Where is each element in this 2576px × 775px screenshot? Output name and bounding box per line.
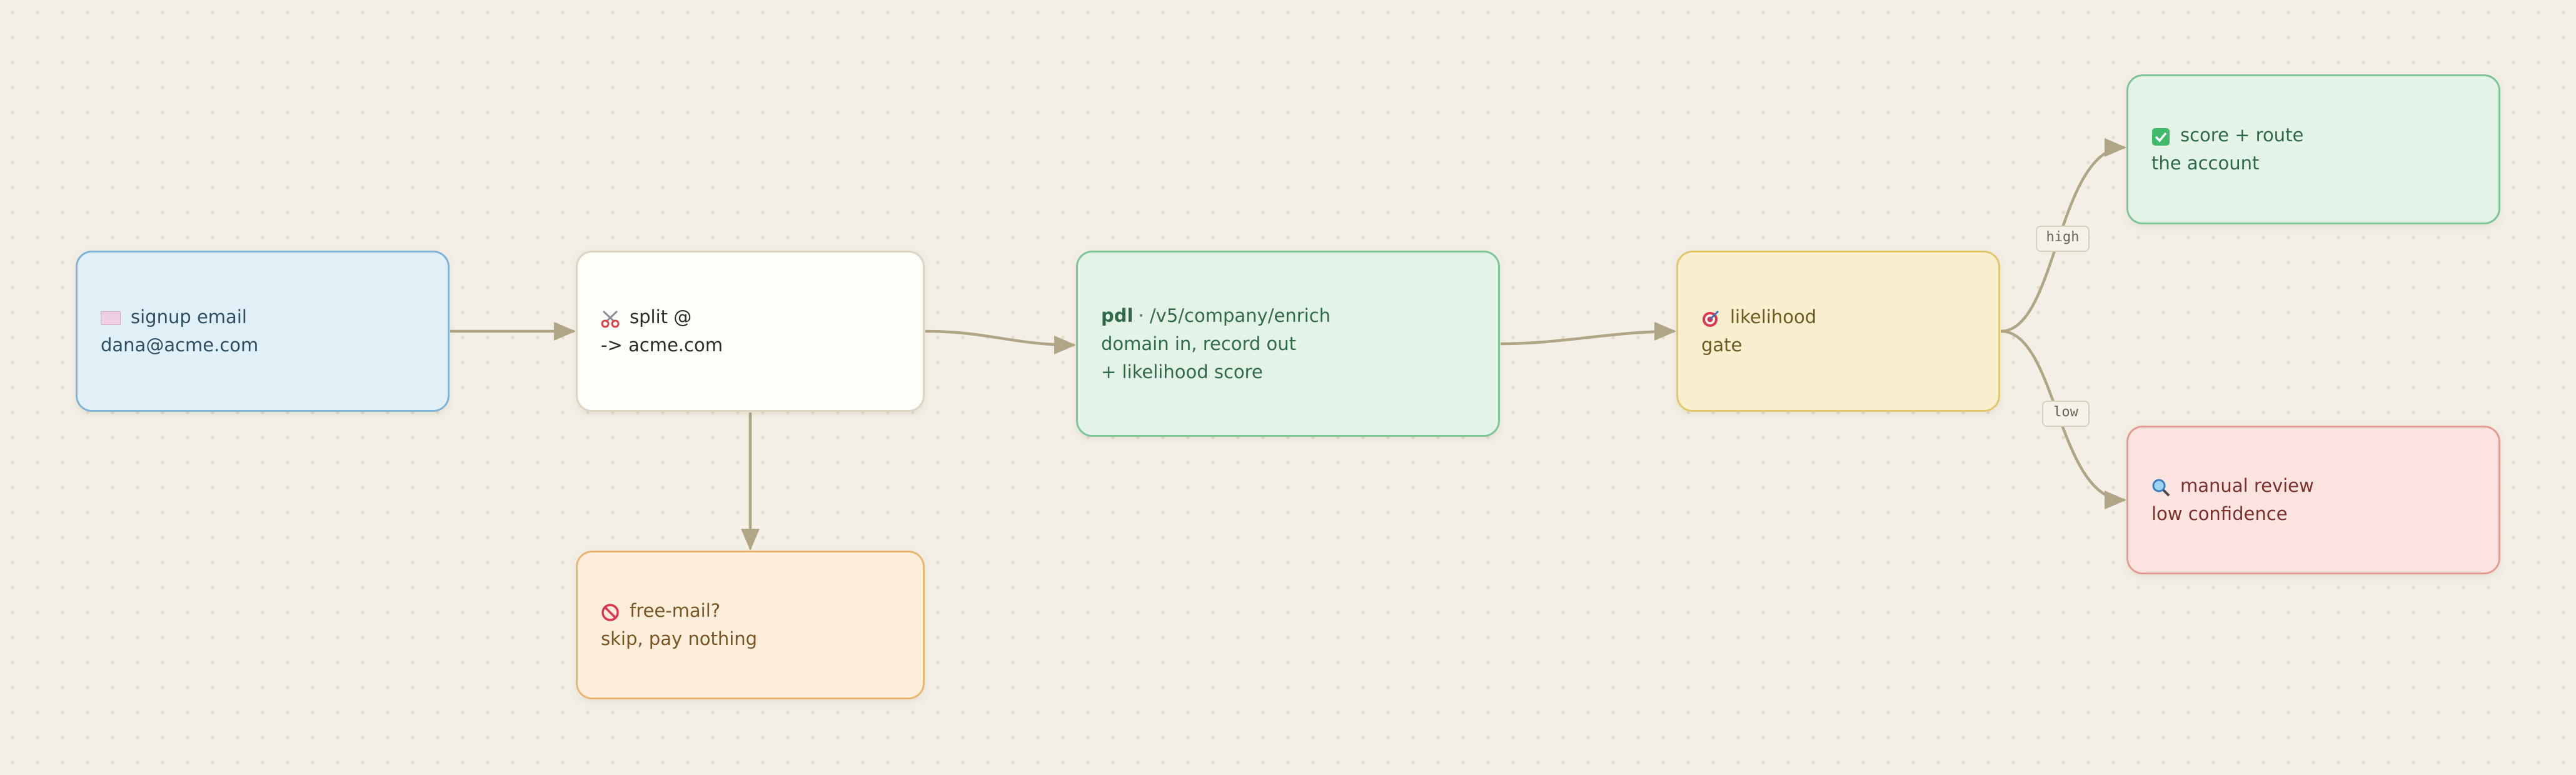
node-detail: domain in, record out — [1101, 332, 1297, 354]
node-title: likelihood — [1730, 306, 1817, 328]
pdl-company-enrich-node[interactable]: pdl · /v5/company/enrich domain in, reco… — [1076, 251, 1500, 437]
pdl-brand: pdl — [1101, 304, 1134, 326]
node-detail: gate — [1701, 334, 1743, 356]
node-detail: + likelihood score — [1101, 361, 1263, 382]
node-detail: low confidence — [2151, 503, 2288, 524]
manual-review-node[interactable]: manual review low confidence — [2126, 426, 2500, 574]
split-domain-node[interactable]: split @ -> acme.com — [576, 251, 925, 412]
edge-split-to-pdl — [925, 329, 1075, 347]
node-title: · /v5/company/enrich — [1138, 304, 1331, 326]
envelope-icon — [101, 311, 121, 325]
score-route-node[interactable]: score + route the account — [2126, 74, 2500, 224]
node-title: free-mail? — [630, 600, 721, 621]
node-detail: -> acme.com — [601, 334, 723, 356]
target-icon — [1701, 308, 1720, 327]
node-detail: dana@acme.com — [101, 334, 259, 356]
arrowhead-score — [2105, 138, 2126, 157]
prohibited-icon — [601, 602, 620, 621]
edge-pdl-to-gate — [1500, 329, 1675, 346]
node-title: signup email — [131, 306, 247, 328]
node-detail: skip, pay nothing — [601, 628, 758, 649]
signup-email-node[interactable]: signup email dana@acme.com — [76, 251, 450, 412]
edge-label-low: low — [2042, 401, 2090, 427]
arrowhead-review — [2105, 491, 2126, 509]
node-detail: the account — [2151, 152, 2260, 174]
arrowhead-gate — [1654, 322, 1676, 341]
check-box-icon — [2151, 126, 2170, 146]
node-title: manual review — [2180, 475, 2314, 496]
node-title: split @ — [630, 306, 692, 328]
scissors-icon — [601, 308, 620, 328]
node-title: score + route — [2180, 124, 2304, 146]
arrowhead-pdl — [1054, 336, 1076, 354]
free-mail-node[interactable]: free-mail? skip, pay nothing — [576, 551, 925, 699]
arrowhead-split — [554, 322, 576, 341]
edge-label-high: high — [2036, 226, 2090, 252]
magnifier-icon — [2151, 477, 2170, 496]
arrowhead-freemail — [741, 529, 760, 551]
likelihood-gate-node[interactable]: likelihood gate — [1676, 251, 2000, 412]
